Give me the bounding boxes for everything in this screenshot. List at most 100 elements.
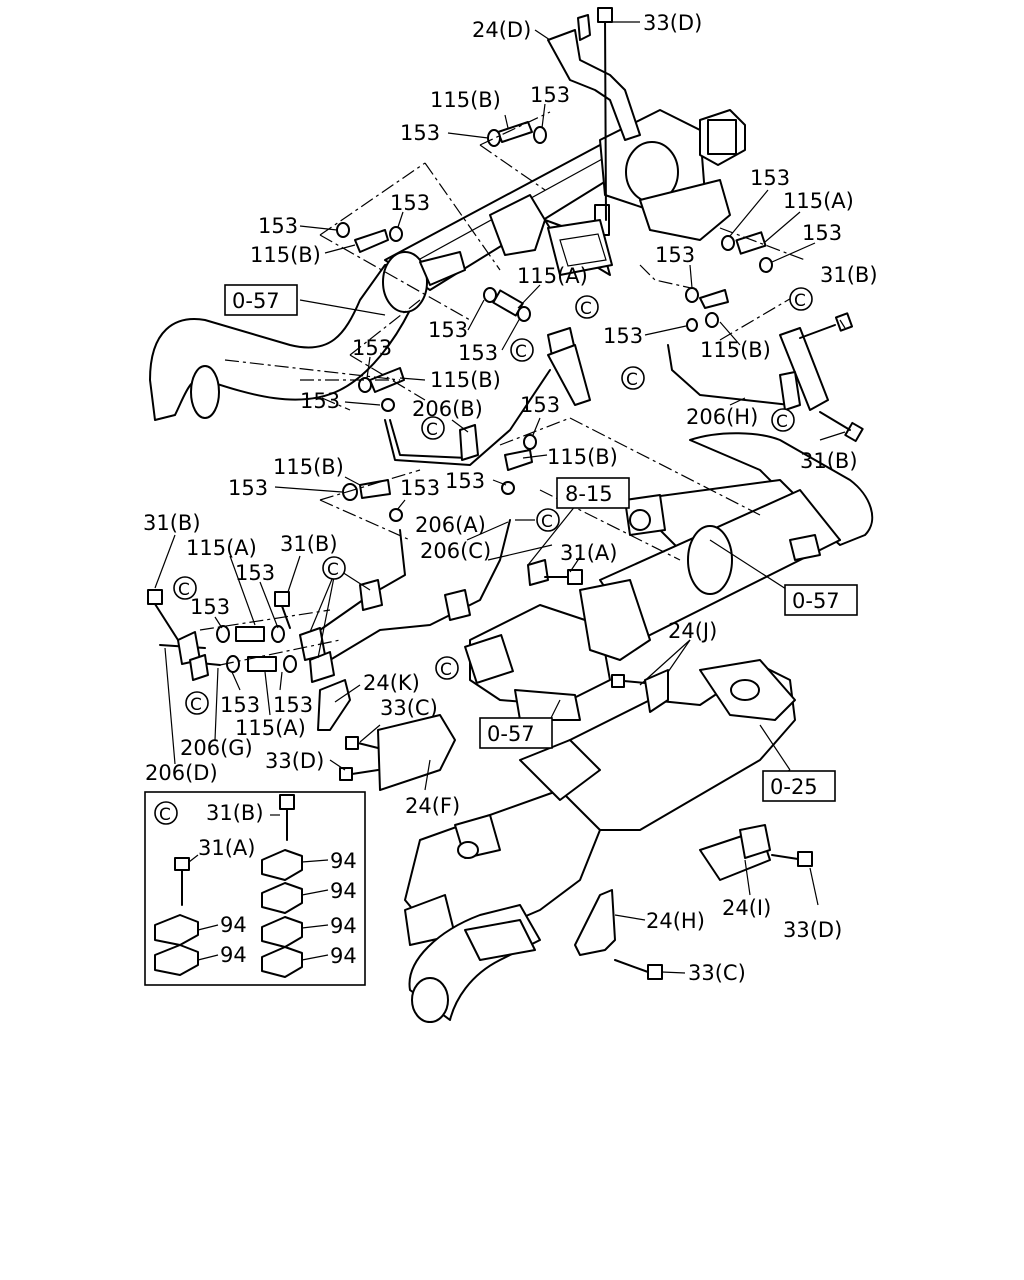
intake-manifold <box>404 659 796 1023</box>
label-153-j: 153 <box>352 336 392 360</box>
inset-label-94-6: 94 <box>330 944 357 968</box>
marker-c-9: C <box>322 556 346 580</box>
ref-box-0-25[interactable]: 0-25 <box>762 770 836 802</box>
inset-label-94-4: 94 <box>330 914 357 938</box>
svg-text:0-25: 0-25 <box>770 775 818 799</box>
inset-label-94-1: 94 <box>330 849 357 873</box>
bolts <box>147 7 864 980</box>
lower-egr-cooler <box>464 432 874 721</box>
label-206H: 206(H) <box>686 405 758 429</box>
label-153-n: 153 <box>445 469 485 493</box>
label-153-h: 153 <box>428 318 468 342</box>
label-206B: 206(B) <box>412 397 483 421</box>
label-24H: 24(H) <box>646 909 705 933</box>
svg-text:0-57: 0-57 <box>792 589 840 613</box>
label-115A-1: 115(A) <box>783 189 854 213</box>
label-153-o: 153 <box>228 476 268 500</box>
marker-c-6: C <box>771 408 795 432</box>
label-31B-2: 31(B) <box>800 449 858 473</box>
label-31B-3: 31(B) <box>143 511 201 535</box>
label-153-b: 153 <box>400 121 440 145</box>
svg-text:C: C <box>440 660 452 680</box>
leader-lines <box>154 21 846 974</box>
label-153-g: 153 <box>655 243 695 267</box>
svg-text:8-15: 8-15 <box>565 482 613 506</box>
label-153-i: 153 <box>603 324 643 348</box>
svg-text:C: C <box>327 560 339 580</box>
inset-label-94-2: 94 <box>330 879 357 903</box>
label-153-a: 153 <box>530 83 570 107</box>
label-31B-1: 31(B) <box>820 263 878 287</box>
inset-label-31B: 31(B) <box>206 801 264 825</box>
label-33D-top: 33(D) <box>643 11 702 35</box>
label-31A: 31(A) <box>560 541 617 565</box>
label-153-f: 153 <box>802 221 842 245</box>
label-31B-4: 31(B) <box>280 532 338 556</box>
svg-text:C: C <box>541 512 553 532</box>
label-24D: 24(D) <box>472 18 531 42</box>
svg-text:0-57: 0-57 <box>487 722 535 746</box>
svg-text:C: C <box>776 412 788 432</box>
label-115A-2: 115(A) <box>517 264 588 288</box>
label-33C-1: 33(C) <box>380 696 438 720</box>
label-115B-4: 115(B) <box>547 445 618 469</box>
svg-text:C: C <box>794 291 806 311</box>
label-153-r: 153 <box>190 595 230 619</box>
marker-c-8: C <box>173 576 197 600</box>
ref-box-0-57-right[interactable]: 0-57 <box>784 584 858 616</box>
svg-text:C: C <box>626 370 638 390</box>
svg-text:C: C <box>426 420 438 440</box>
inset-label-94-3: 94 <box>220 913 247 937</box>
label-153-e: 153 <box>258 214 298 238</box>
marker-c-4: C <box>621 366 645 390</box>
label-24K: 24(K) <box>363 671 420 695</box>
marker-c-1: C <box>575 295 599 319</box>
marker-c-7: C <box>536 508 560 532</box>
svg-text:C: C <box>580 299 592 319</box>
inset-marker-c: C <box>154 801 178 825</box>
label-206C: 206(C) <box>420 539 491 563</box>
ref-box-0-57-left[interactable]: 0-57 <box>224 284 298 316</box>
marker-c-10: C <box>435 656 459 680</box>
brackets <box>317 14 771 956</box>
inset-label-94-5: 94 <box>220 943 247 967</box>
label-153-l: 153 <box>300 389 340 413</box>
marker-c-2: C <box>789 287 813 311</box>
label-153-p: 153 <box>400 476 440 500</box>
marker-c-5: C <box>421 416 445 440</box>
label-33C-2: 33(C) <box>688 961 746 985</box>
label-115A-4: 115(A) <box>235 716 306 740</box>
ref-box-0-57-center[interactable]: 0-57 <box>479 717 553 749</box>
part-labels: 24(D) 33(D) 115(B) 153 153 153 115(A) 15… <box>143 11 878 985</box>
svg-text:C: C <box>190 695 202 715</box>
circle-c-markers: C C C C C C C C C C C <box>173 287 813 715</box>
label-115A-3: 115(A) <box>186 536 257 560</box>
label-153-d: 153 <box>390 191 430 215</box>
label-115B-3: 115(B) <box>430 368 501 392</box>
ref-box-8-15[interactable]: 8-15 <box>556 477 630 509</box>
label-24I: 24(I) <box>722 896 771 920</box>
label-206A: 206(A) <box>415 513 486 537</box>
reference-boxes: 0-57 8-15 0-57 0-57 0-25 <box>224 284 858 802</box>
label-115B-5: 115(B) <box>700 338 771 362</box>
marker-c-3: C <box>510 338 534 362</box>
label-24J: 24(J) <box>668 619 717 643</box>
label-153-m: 153 <box>520 393 560 417</box>
svg-text:0-57: 0-57 <box>232 289 280 313</box>
pipes <box>159 327 829 683</box>
label-153-s: 153 <box>220 693 260 717</box>
inset-label-31A: 31(A) <box>198 836 255 860</box>
svg-text:C: C <box>159 805 171 825</box>
label-33D-2: 33(D) <box>265 749 324 773</box>
label-33D-3: 33(D) <box>783 918 842 942</box>
label-153-q: 153 <box>235 561 275 585</box>
label-153-k: 153 <box>458 341 498 365</box>
label-153-c: 153 <box>750 166 790 190</box>
inset-detail-c: C 31(B) 31(A) 94 94 94 94 94 94 <box>144 791 366 986</box>
label-153-t: 153 <box>273 693 313 717</box>
label-206D: 206(D) <box>145 761 218 785</box>
label-115B-1: 115(B) <box>430 88 501 112</box>
label-115B-6: 115(B) <box>273 455 344 479</box>
svg-text:C: C <box>178 580 190 600</box>
